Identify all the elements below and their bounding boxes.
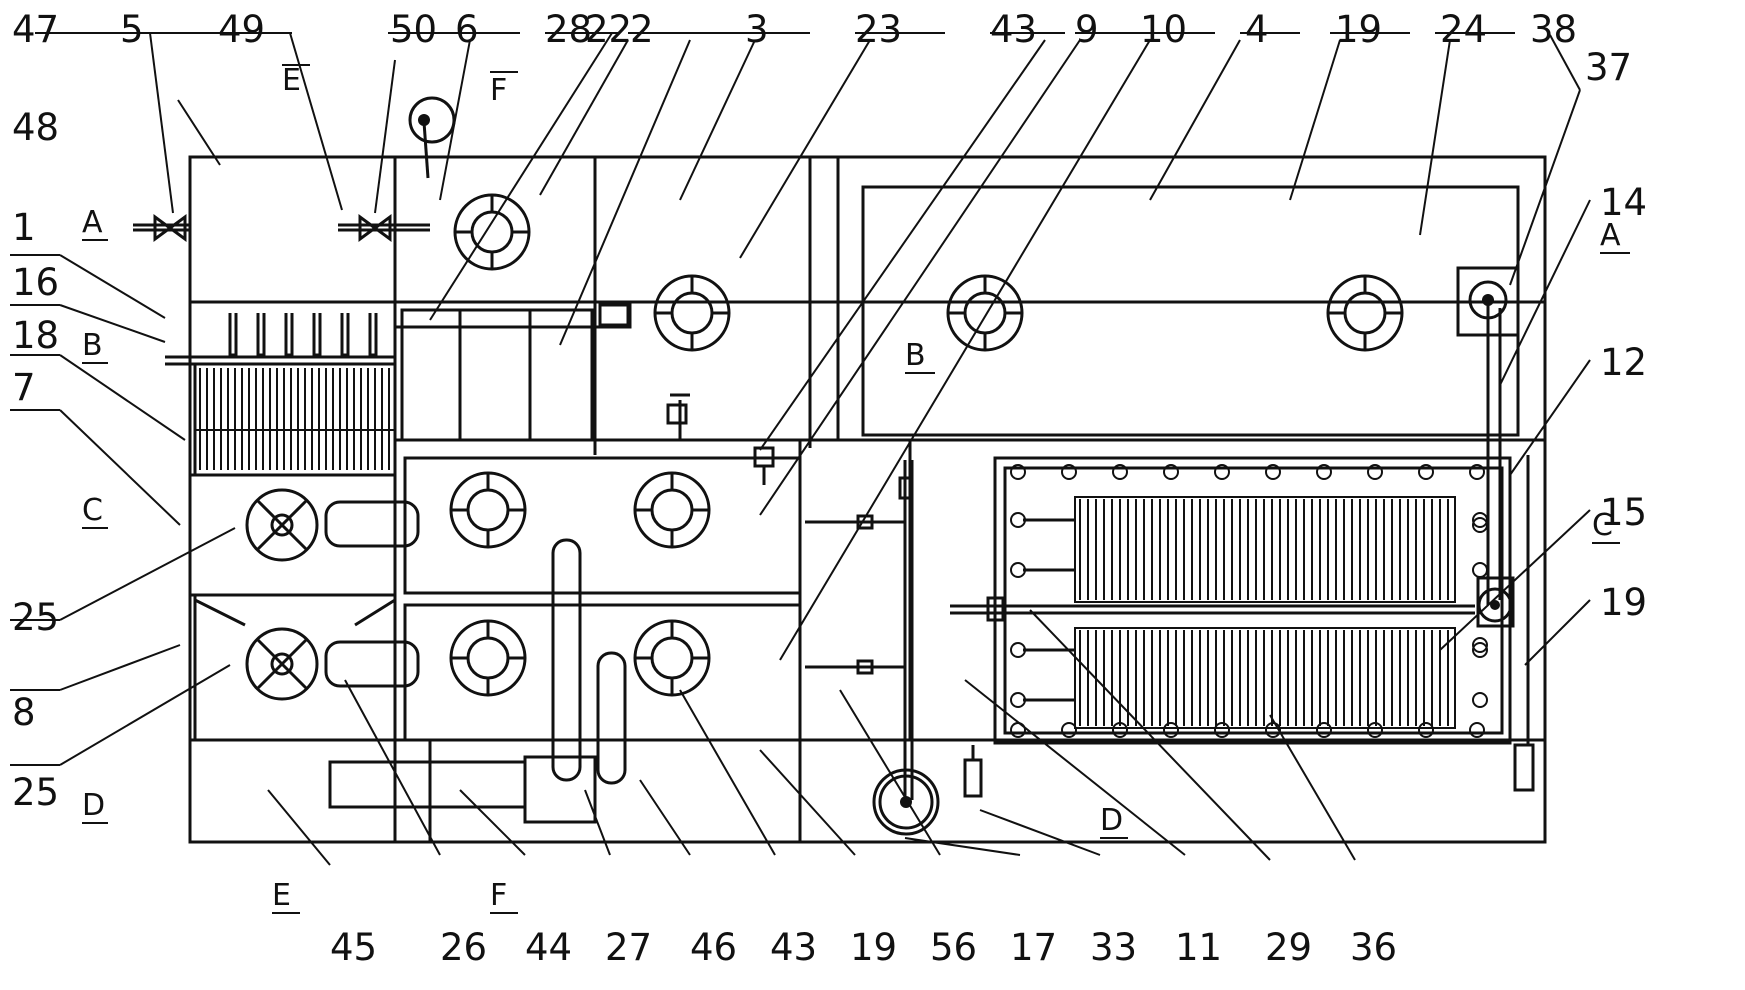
label-24: 24 (1440, 8, 1487, 51)
pump-box (523, 755, 597, 824)
section-C-right: C (1592, 508, 1613, 543)
label-26: 26 (440, 926, 487, 969)
label-3: 3 (745, 8, 769, 51)
section-B-left: B (82, 328, 103, 363)
label-23: 23 (855, 8, 902, 51)
cartridge-rack (393, 300, 632, 442)
label-19-top: 19 (1335, 8, 1382, 51)
valve-outlet-icon (338, 214, 430, 242)
section-A-left: A (82, 205, 103, 240)
valve-inlet-icon (133, 214, 190, 242)
label-44: 44 (525, 926, 572, 969)
label-22: 22 (585, 8, 632, 51)
label-27: 27 (605, 926, 652, 969)
chamber-4-frame (861, 185, 1520, 437)
fan-lower (193, 593, 420, 742)
label-15: 15 (1600, 491, 1647, 534)
label-5: 5 (120, 8, 144, 51)
label-49: 49 (218, 8, 265, 51)
section-E-top: E (282, 63, 301, 98)
label-17: 17 (1010, 926, 1057, 969)
label-19-right: 19 (1600, 581, 1647, 624)
label-7: 7 (12, 366, 36, 409)
section-F-top: F (490, 73, 507, 108)
section-E-bottom: E (272, 878, 291, 913)
label-11: 11 (1175, 926, 1222, 969)
label-29: 29 (1265, 926, 1312, 969)
section-F-bottom: F (490, 878, 507, 913)
label-18: 18 (12, 314, 59, 357)
label-46: 46 (690, 926, 737, 969)
label-14: 14 (1600, 181, 1647, 224)
label-48: 48 (12, 106, 59, 149)
label-2: 2 (630, 8, 654, 51)
filter-block (165, 313, 397, 477)
label-12: 12 (1600, 341, 1647, 384)
label-38: 38 (1530, 8, 1577, 51)
valve-33-icon (963, 758, 983, 798)
section-A-right: A (1600, 218, 1621, 253)
compartment-10 (403, 603, 802, 742)
label-43-bottom: 43 (770, 926, 817, 969)
tank-44 (328, 760, 527, 809)
label-6: 6 (455, 8, 479, 51)
section-D-right: D (1100, 803, 1123, 838)
label-56: 56 (930, 926, 977, 969)
label-19-bottom: 19 (850, 926, 897, 969)
fan-upper (188, 473, 420, 597)
section-B-mid: B (905, 338, 926, 373)
label-4: 4 (1245, 8, 1269, 51)
label-9: 9 (1075, 8, 1099, 51)
label-50: 50 (390, 8, 437, 51)
label-33: 33 (1090, 926, 1137, 969)
label-28: 28 (545, 8, 592, 51)
label-45: 45 (330, 926, 377, 969)
coil-lower (1074, 627, 1456, 729)
label-10: 10 (1140, 8, 1187, 51)
coil-upper (1074, 496, 1456, 603)
label-37: 37 (1585, 46, 1632, 89)
label-25-lower: 25 (12, 771, 59, 814)
gauge-icon (408, 96, 456, 144)
label-43-top: 43 (990, 8, 1037, 51)
label-16: 16 (12, 261, 59, 304)
section-C-left: C (82, 493, 103, 528)
label-1: 1 (12, 206, 36, 249)
label-36: 36 (1350, 926, 1397, 969)
label-8: 8 (12, 691, 36, 734)
cylinder-27 (551, 538, 582, 782)
cylinder-46 (596, 651, 627, 785)
label-25-upper: 25 (12, 596, 59, 639)
label-47: 47 (12, 8, 59, 51)
pump-17-icon (872, 768, 940, 836)
compartment-9 (403, 456, 802, 595)
section-D-left: D (82, 788, 105, 823)
